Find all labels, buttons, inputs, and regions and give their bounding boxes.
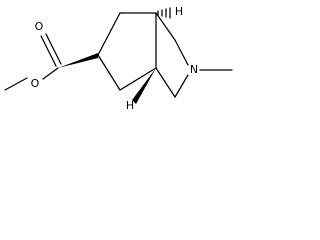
wedge-bond-h-bottom [132,68,156,104]
atom-label-carbonyl-oxygen: O [35,20,44,33]
bond-ring-b4 [155,67,176,98]
molecule-structure: O O N H H [4,5,233,112]
atom-label-hydrogen-bottom: H [126,99,134,112]
atom-label-hydrogen-top: H [175,5,183,18]
bond-carbonyl-double-a [40,35,57,67]
hashed-wedge-h-top [157,7,171,19]
atom-label-ring-nitrogen: N [190,63,198,76]
bond-ring-b2 [174,39,189,66]
bond-ring-b3 [174,74,189,98]
bond-o-carbonyl [42,67,59,80]
wedge-bond-c6-carbonyl [58,53,98,68]
bond-methyl-o [4,77,28,91]
bond-ring-a1 [97,12,121,56]
bond-ring-a5 [97,54,121,91]
bond-ring-b1 [155,12,176,41]
atom-label-ester-oxygen: O [31,77,40,90]
bond-carbonyl-double-b [45,33,62,65]
bond-ring-a4 [119,67,157,91]
